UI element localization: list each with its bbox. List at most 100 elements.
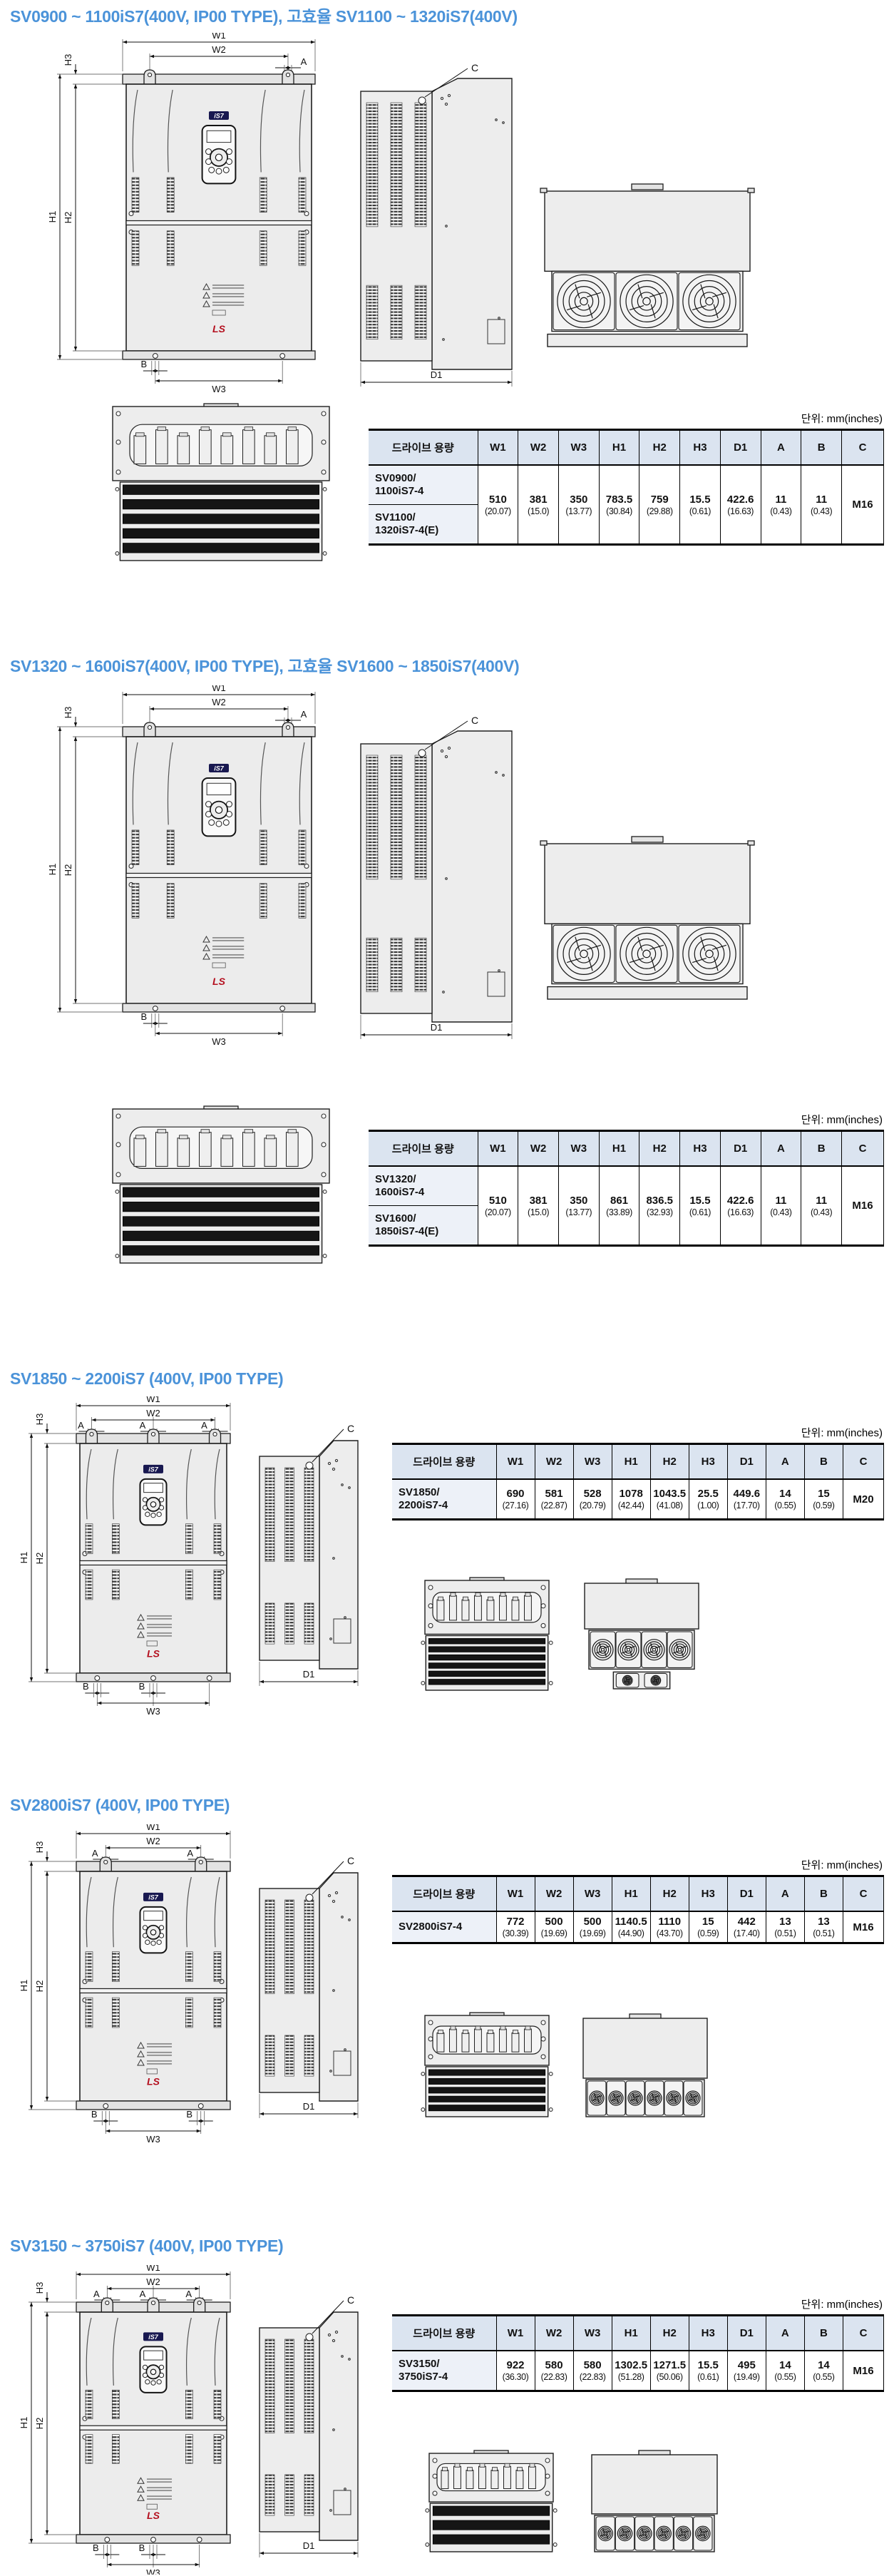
- warning-labels: [202, 935, 245, 968]
- dim-label: W1: [212, 685, 226, 693]
- keypad: [139, 1906, 168, 1954]
- dim-label: H2: [63, 864, 73, 876]
- is7-badge: iS7: [209, 111, 229, 120]
- eyebolt-c: C: [418, 62, 478, 105]
- dim-label: H3: [34, 1414, 45, 1426]
- dim-label: W2: [146, 1836, 160, 1846]
- model-cell: SV3150/3750iS7-4: [392, 2351, 496, 2391]
- section-title: SV1320 ~ 1600iS7(400V, IP00 TYPE), 고효율 S…: [10, 657, 520, 675]
- warning-labels: [137, 2477, 173, 2510]
- col-header-1: W1: [495, 1876, 535, 1912]
- col-header-9: B: [801, 1130, 842, 1167]
- section-title: SV3150 ~ 3750iS7 (400V, IP00 TYPE): [10, 2237, 284, 2255]
- value-cell: 14(0.55): [765, 2351, 805, 2391]
- value-cell: 1302.5(51.28): [611, 2351, 651, 2391]
- col-header-0: 드라이브 용량: [392, 1443, 496, 1480]
- dim-label: A: [78, 1420, 84, 1431]
- value-cell: 581(22.87): [534, 1479, 574, 1520]
- col-header-10: C: [843, 1443, 884, 1480]
- section-sv1320-1600: SV1320 ~ 1600iS7(400V, IP00 TYPE), 고효율 S…: [0, 645, 894, 1364]
- dim-label: D1: [303, 2101, 315, 2112]
- col-header-1: W1: [477, 1130, 518, 1167]
- col-header-10: C: [843, 2315, 884, 2351]
- eyebolt-c: C: [305, 1855, 354, 1902]
- dim-label: W3: [212, 384, 226, 393]
- value-cell: 1110(43.70): [649, 1911, 689, 1943]
- warning-labels: [202, 282, 245, 316]
- dim-label: W3: [146, 2134, 160, 2142]
- dim-label: A: [93, 2289, 100, 2299]
- value-cell: 500(19.69): [572, 1911, 612, 1943]
- bolt-size-cell: M16: [843, 1911, 884, 1943]
- col-header-5: H2: [639, 1130, 680, 1167]
- col-header-8: A: [765, 1443, 805, 1480]
- col-header-10: C: [843, 1876, 884, 1912]
- eyebolt-c: C: [305, 1423, 354, 1470]
- value-cell: 11(0.43): [760, 1166, 801, 1246]
- value-cell: 422.6(16.63): [719, 1166, 761, 1246]
- side-rear-panel: [319, 2311, 359, 2541]
- col-header-7: D1: [726, 1876, 766, 1912]
- fan-top-view-drawing: [577, 2013, 713, 2120]
- bottom-view-drawing: [107, 1105, 335, 1266]
- value-cell: 15(0.59): [803, 1479, 843, 1520]
- dim-label: LS: [147, 2510, 160, 2521]
- dim-label: H2: [34, 1980, 45, 1993]
- dim-label: A: [187, 1848, 193, 1859]
- col-header-4: H1: [611, 2315, 651, 2351]
- col-header-1: W1: [477, 429, 518, 466]
- col-header-7: D1: [726, 1443, 766, 1480]
- value-cell: 14(0.55): [765, 1479, 805, 1520]
- col-header-6: H3: [679, 429, 721, 466]
- col-header-4: H1: [611, 1443, 651, 1480]
- warning-labels: [137, 2041, 173, 2075]
- col-header-9: B: [803, 2315, 843, 2351]
- fan-top-view-drawing: [586, 2449, 723, 2555]
- ls-logo: LS: [147, 2510, 160, 2521]
- col-header-4: H1: [598, 1130, 639, 1167]
- ls-logo: LS: [212, 323, 226, 334]
- keypad: [139, 1478, 168, 1526]
- ls-logo: LS: [212, 976, 226, 987]
- col-header-2: W2: [518, 429, 559, 466]
- value-cell: 836.5(32.93): [639, 1166, 680, 1246]
- value-cell: 759(29.88): [639, 465, 680, 545]
- model-cell: SV1320/1600iS7-4: [369, 1166, 478, 1206]
- col-header-10: C: [841, 429, 884, 466]
- value-cell: 14(0.55): [803, 2351, 843, 2391]
- fan-top-view-drawing: [536, 835, 759, 1002]
- dim-label: W2: [212, 44, 226, 55]
- side-rear-panel: [431, 730, 513, 1023]
- dim-label: A: [140, 2289, 146, 2299]
- col-header-9: B: [803, 1443, 843, 1480]
- dim-label: iS7: [148, 2334, 159, 2341]
- bolt-size-cell: M20: [843, 1479, 884, 1520]
- dim-label: H3: [63, 54, 73, 66]
- dim-label: W3: [212, 1036, 226, 1046]
- side-rear-panel: [319, 1440, 359, 1670]
- col-header-7: D1: [719, 429, 761, 466]
- dim-label: B: [186, 2109, 192, 2120]
- section-sv0900-1100: SV0900 ~ 1100iS7(400V, IP00 TYPE), 고효율 S…: [0, 0, 894, 645]
- value-cell: 381(15.0): [518, 465, 559, 545]
- ls-logo: LS: [147, 2075, 160, 2087]
- col-header-9: B: [803, 1876, 843, 1912]
- model-cell: SV2800iS7-4: [392, 1911, 496, 1943]
- value-cell: 1271.5(50.06): [649, 2351, 689, 2391]
- col-header-3: W3: [558, 429, 600, 466]
- col-header-8: A: [765, 1876, 805, 1912]
